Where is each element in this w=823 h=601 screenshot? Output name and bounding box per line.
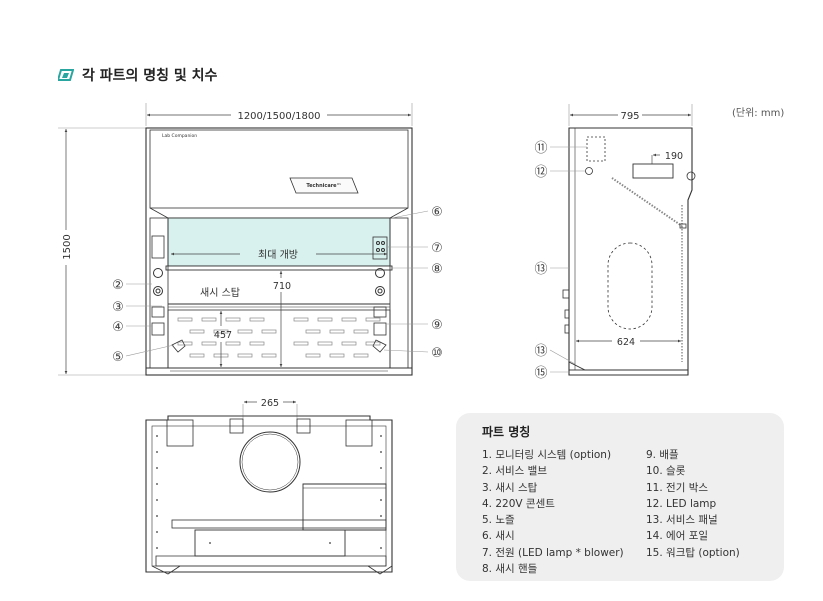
- callout-13b: ⑬: [534, 344, 547, 359]
- callout-9: ⑨: [431, 318, 443, 333]
- dim-265: 265: [261, 398, 279, 409]
- callout-10: ⑩: [431, 346, 443, 361]
- front-view: [58, 103, 429, 376]
- height-dimension: 1500: [62, 234, 73, 259]
- legend-item: 3. 새시 스탑: [482, 481, 538, 494]
- legend-item: 4. 220V 콘센트: [482, 497, 555, 510]
- width-dimension: 1200/1500/1800: [237, 111, 320, 122]
- model-badge: Technicare™: [306, 183, 341, 189]
- callout-2: ②: [112, 278, 124, 293]
- callout-12: ⑫: [534, 165, 547, 180]
- sash-stop-label: 새시 스탑: [200, 287, 240, 299]
- legend-item: 6. 새시: [482, 530, 515, 543]
- legend-item: 9. 배플: [646, 449, 679, 461]
- page-title: 각 파트의 명칭 및 치수: [82, 68, 218, 84]
- legend-item: 14. 에어 포일: [646, 530, 709, 543]
- max-opening-label: 최대 개방: [258, 249, 298, 261]
- callout-7: ⑦: [431, 241, 443, 256]
- callout-11: ⑪: [534, 141, 547, 156]
- legend-item: 2. 서비스 밸브: [482, 465, 547, 478]
- brand-logo: Lab Companion: [162, 133, 197, 139]
- callout-3: ③: [112, 300, 124, 315]
- title-icon: [58, 69, 74, 81]
- top-view: [145, 400, 393, 575]
- dim-190: 190: [665, 151, 683, 162]
- legend-item: 7. 전원 (LED lamp * blower): [482, 546, 624, 559]
- callout-6: ⑥: [431, 205, 443, 220]
- unit-note: (단위: mm): [732, 108, 785, 119]
- legend-item: 11. 전기 박스: [646, 481, 709, 494]
- legend-item: 12. LED lamp: [646, 497, 717, 510]
- dim-624: 624: [617, 337, 635, 348]
- parts-legend: 파트 명칭 1. 모니터링 시스템 (option) 2. 서비스 밸브 3. …: [456, 413, 784, 581]
- legend-item: 10. 슬롯: [646, 465, 686, 478]
- legend-title: 파트 명칭: [482, 425, 531, 439]
- depth-dimension: 795: [620, 111, 639, 122]
- callout-8: ⑧: [431, 262, 443, 277]
- legend-column-1: 1. 모니터링 시스템 (option) 2. 서비스 밸브 3. 새시 스탑 …: [482, 447, 624, 577]
- callout-15: ⑮: [534, 366, 547, 381]
- callout-13: ⑬: [534, 262, 547, 277]
- dim-710: 710: [273, 281, 291, 292]
- legend-item: 15. 워크탑 (option): [646, 546, 740, 559]
- callout-4: ④: [112, 320, 124, 335]
- side-view: [549, 104, 696, 376]
- legend-item: 1. 모니터링 시스템 (option): [482, 449, 612, 461]
- dim-457: 457: [214, 330, 232, 341]
- legend-item: 5. 노즐: [482, 514, 515, 527]
- legend-column-2: 9. 배플 10. 슬롯 11. 전기 박스 12. LED lamp 13. …: [646, 447, 740, 561]
- section-title: 각 파트의 명칭 및 치수: [58, 64, 217, 86]
- legend-item: 8. 새시 핸들: [482, 563, 538, 576]
- callout-5: ⑤: [112, 350, 124, 365]
- legend-item: 13. 서비스 패널: [646, 514, 718, 527]
